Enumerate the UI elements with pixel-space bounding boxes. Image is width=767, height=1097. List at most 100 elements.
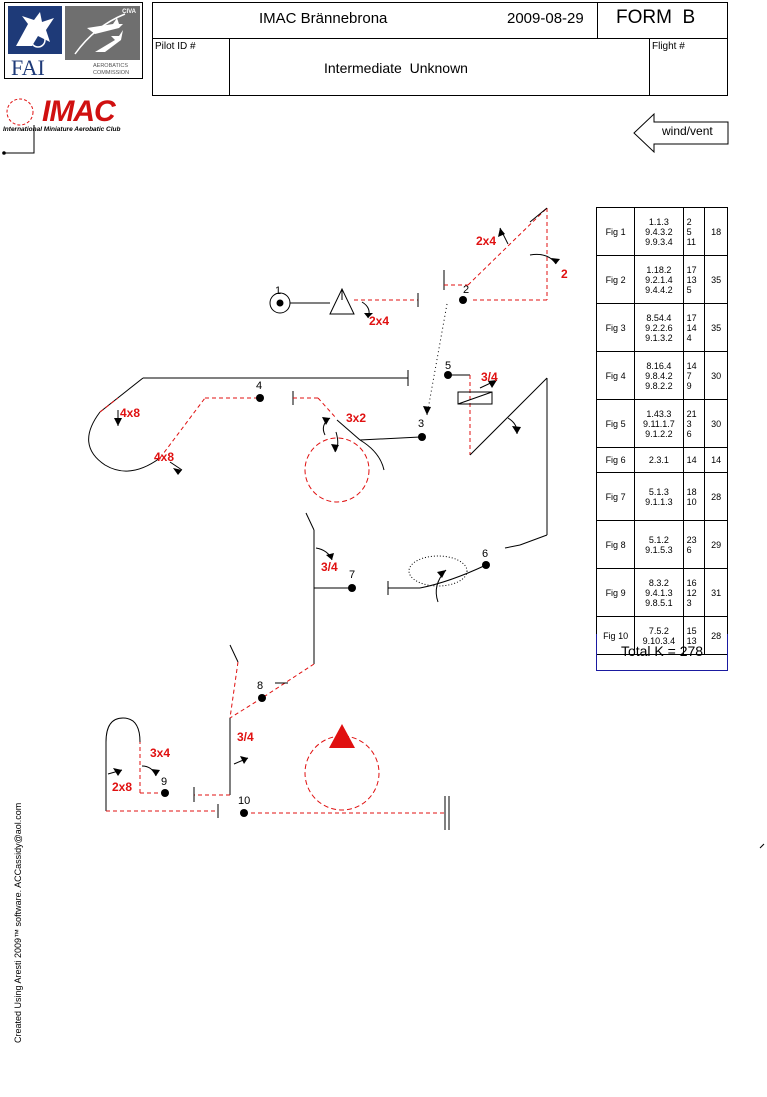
figure-number: 3 [418,418,425,430]
roll-label: 2x4 [476,234,497,248]
figure-number: 10 [238,795,251,807]
k-value: 15 [686,625,697,636]
imac-logo: IMAC International Miniature Aerobatic C… [0,95,135,155]
roll-label: 3/4 [321,560,338,574]
figure-number: 5 [445,360,452,372]
k-value: 21 [686,408,697,419]
total-k: Total K = 278 [596,634,728,671]
figure-7-line [261,512,352,699]
pilot-id-label: Pilot ID # [155,41,196,52]
contest-name: IMAC Brännebrona [259,10,388,27]
catalog-number: 9.2.1.4 [645,274,673,285]
k-value: 9 [686,380,692,391]
k-value: 2 [686,216,692,227]
roll-label: 3/4 [481,370,498,384]
catalog-number: 8.3.2 [648,577,669,588]
k-value: 17 [686,264,697,275]
fai-logo: FAI CIVA AEROBATICS COMMISSION [4,2,143,80]
figure-total-cell: 31 [704,568,728,617]
fai-text: FAI [11,55,45,80]
catalog-number: 9.4.1.3 [645,587,673,598]
roll-label: 4x8 [120,406,141,420]
imac-subtitle: International Miniature Aerobatic Club [3,126,121,133]
figure-number: 8 [257,680,264,692]
k-value: 7 [686,370,692,381]
figure-number: 9 [161,776,168,788]
imac-loop-icon [2,98,35,155]
commission-line2: COMMISSION [93,70,130,76]
contest-date: 2009-08-29 [507,10,584,27]
roll-label: 2x4 [369,314,390,328]
catalog-number: 9.1.5.3 [645,544,673,555]
figure-cell: Fig 10 [595,616,636,655]
figure-cell: Fig 3 [595,303,636,352]
k-value: 5 [686,284,692,295]
figure-number: 4 [256,380,263,392]
k-value: 3 [686,418,692,429]
roll-label: 3/4 [237,730,254,744]
catalog-number: 8.54.4 [646,312,672,323]
k-value: 3 [686,597,692,608]
k-value: 17 [686,312,697,323]
figure-total-cell: 28 [704,616,728,655]
catalog-number: 9.2.2.6 [645,322,673,333]
catalog-number: 9.8.5.1 [645,597,673,608]
figure-2-line [443,207,557,301]
figure-3-line [292,391,421,503]
contest-box: IMAC Brännebrona 2009-08-29 [152,2,598,39]
catalog-number: 8.16.4 [646,360,672,371]
k-value: 5 [686,226,692,237]
catalog-number: 9.1.2.2 [645,428,673,439]
figure-total-cell: 28 [704,472,728,521]
k-value: 10 [686,496,697,507]
catalog-number: 9.4.4.2 [645,284,673,295]
figure-number: 2 [463,284,470,296]
catalog-number: 9.4.3.2 [645,226,673,237]
catalog-number: 9.1.1.3 [645,496,673,507]
k-value: 16 [686,577,697,588]
k-value: 11 [686,236,696,247]
k-value: 14 [686,360,697,371]
figure-total-cell: 29 [704,520,728,569]
figure-cell: Fig 5 [595,399,636,448]
k-value: 14 [686,322,697,333]
catalog-number: 1.18.2 [646,264,672,275]
catalog-number: 9.9.3.4 [645,236,673,247]
catalog-number: 7.5.2 [648,625,669,636]
civa-text: CIVA [122,9,136,15]
catalog-number: 1.43.3 [646,408,672,419]
civa-emblem: CIVA [65,6,140,60]
snap-triangle-icon [329,724,355,748]
roll-label: 2 [561,267,568,281]
flight-label: Flight # [652,41,685,52]
k-value: 12 [686,587,697,598]
figure-1-line [269,287,419,319]
figure-9-line [105,717,219,818]
eagle-icon [16,12,54,48]
flight-box: Flight # [649,38,728,96]
airplane-icon [74,13,126,55]
k-value: 6 [686,428,692,439]
k-value: 13 [686,274,697,285]
catalog-number: 9.1.3.2 [645,332,673,343]
catalog-number: 9.11.1.7 [642,418,675,429]
figure-6-line [387,555,487,603]
form-label: FORM B [616,7,696,28]
catalog-number: 1.1.3 [648,216,669,227]
k-value: 6 [686,544,692,555]
